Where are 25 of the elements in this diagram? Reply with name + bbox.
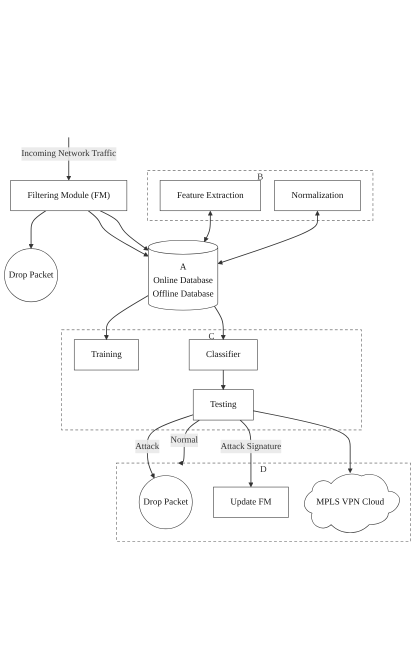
process-box: Classifier: [188, 339, 258, 370]
edge-label: Attack: [135, 440, 160, 454]
arrow: [100, 210, 149, 251]
edge-label: Attack Signature: [220, 440, 282, 454]
arrow: [218, 210, 320, 265]
edge-label: Normal: [170, 434, 198, 448]
cloud-shape: MPLS VPN Cloud: [304, 474, 400, 533]
arrow: [146, 414, 194, 478]
ellipse-node: Drop Packet: [4, 248, 58, 302]
arrow: [252, 410, 353, 474]
edge-label: Incoming Network Traffic: [21, 147, 116, 161]
ellipse-node: Drop Packet: [138, 475, 193, 530]
database-cylinder: A Online Database Offline Database: [148, 240, 218, 310]
arrow: [28, 210, 46, 249]
arrow: [214, 306, 226, 340]
process-box: Feature Extraction: [160, 180, 261, 212]
process-box: Training: [74, 339, 139, 370]
arrow: [88, 210, 149, 257]
process-box: Update FM: [213, 486, 289, 518]
process-box: Filtering Module (FM): [10, 180, 128, 212]
arrow: [220, 370, 226, 390]
arrow: [204, 210, 213, 242]
process-box: Testing: [192, 390, 254, 420]
process-box: Normalization: [274, 180, 361, 212]
arrow: [104, 295, 149, 340]
